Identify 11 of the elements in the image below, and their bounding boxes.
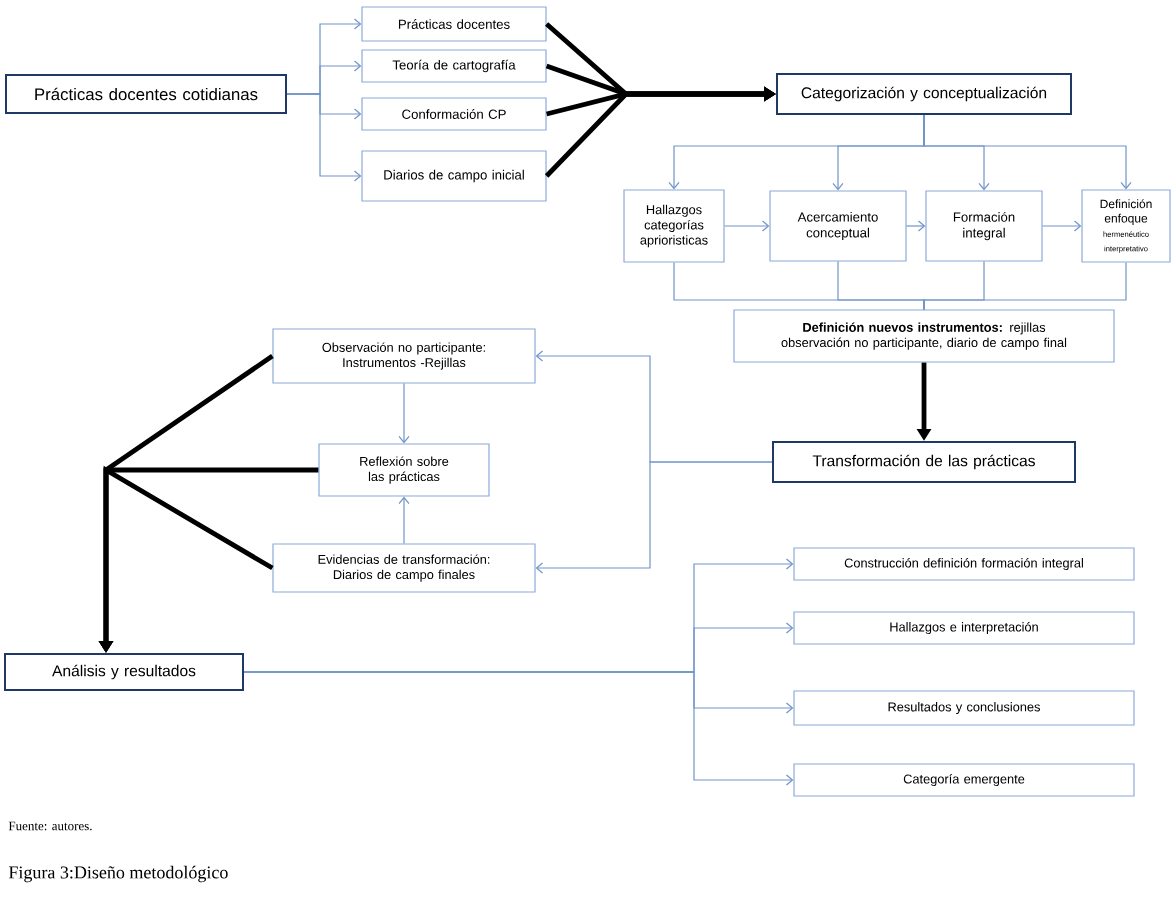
arrow (535, 461, 773, 574)
arrow (398, 383, 410, 444)
arrow (906, 220, 926, 232)
arrow (923, 114, 1132, 190)
arrow (1042, 220, 1082, 232)
arrow (398, 496, 410, 544)
arrow (724, 220, 770, 232)
caption: Figura 3:Diseño metodológico (8, 865, 228, 883)
arrow (243, 671, 794, 786)
main-process-box: Prácticas docentes cotidianas (5, 74, 287, 114)
arrow (286, 93, 362, 182)
